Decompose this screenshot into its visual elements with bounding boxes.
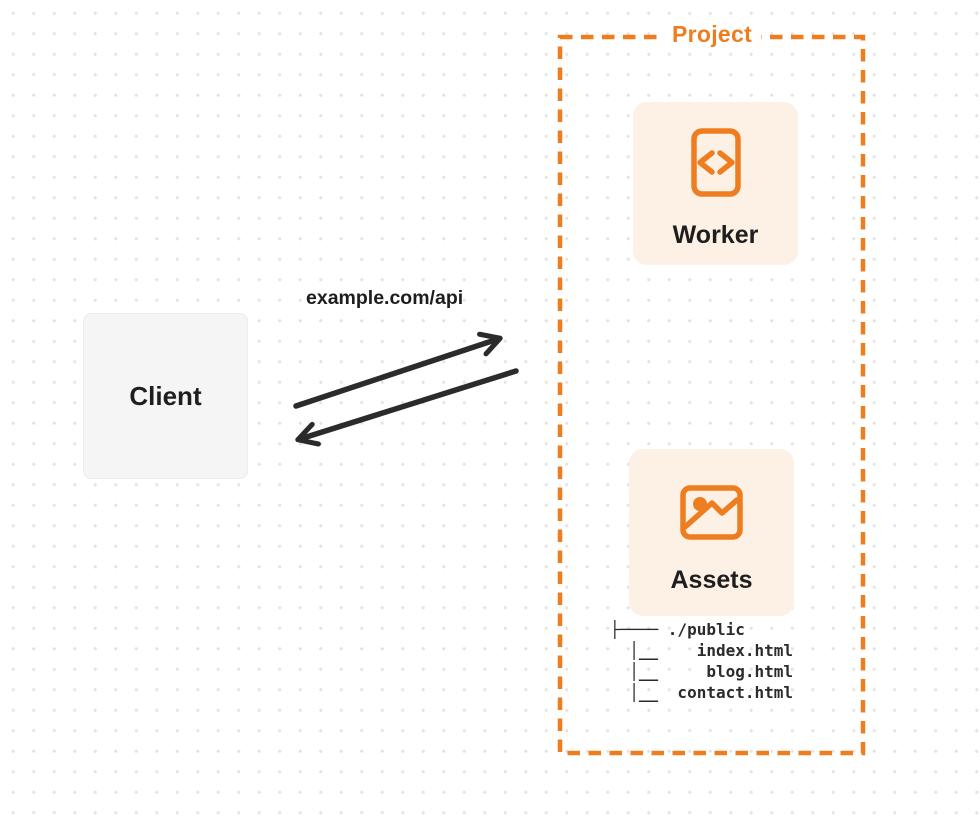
assets-label: Assets (670, 566, 753, 594)
project-label: Project (662, 21, 762, 48)
tree-line-contact: │__ contact.html (610, 683, 794, 702)
tree-line-public: ├──── ./public (610, 620, 745, 639)
response-arrow (295, 368, 519, 447)
file-tree: ├──── ./public │__ index.html │__ blog.h… (610, 619, 793, 703)
client-label: Client (129, 381, 202, 411)
tree-line-blog: │__ blog.html (610, 662, 794, 681)
assets-card: Assets (629, 449, 794, 616)
tree-line-index: │__ index.html (610, 641, 794, 660)
client-card: Client (83, 313, 248, 479)
request-url-label: example.com/api (306, 287, 464, 309)
worker-card: Worker (633, 102, 798, 265)
worker-label: Worker (672, 221, 759, 249)
image-icon (680, 485, 743, 540)
code-icon (690, 128, 741, 197)
request-arrow (293, 331, 503, 409)
